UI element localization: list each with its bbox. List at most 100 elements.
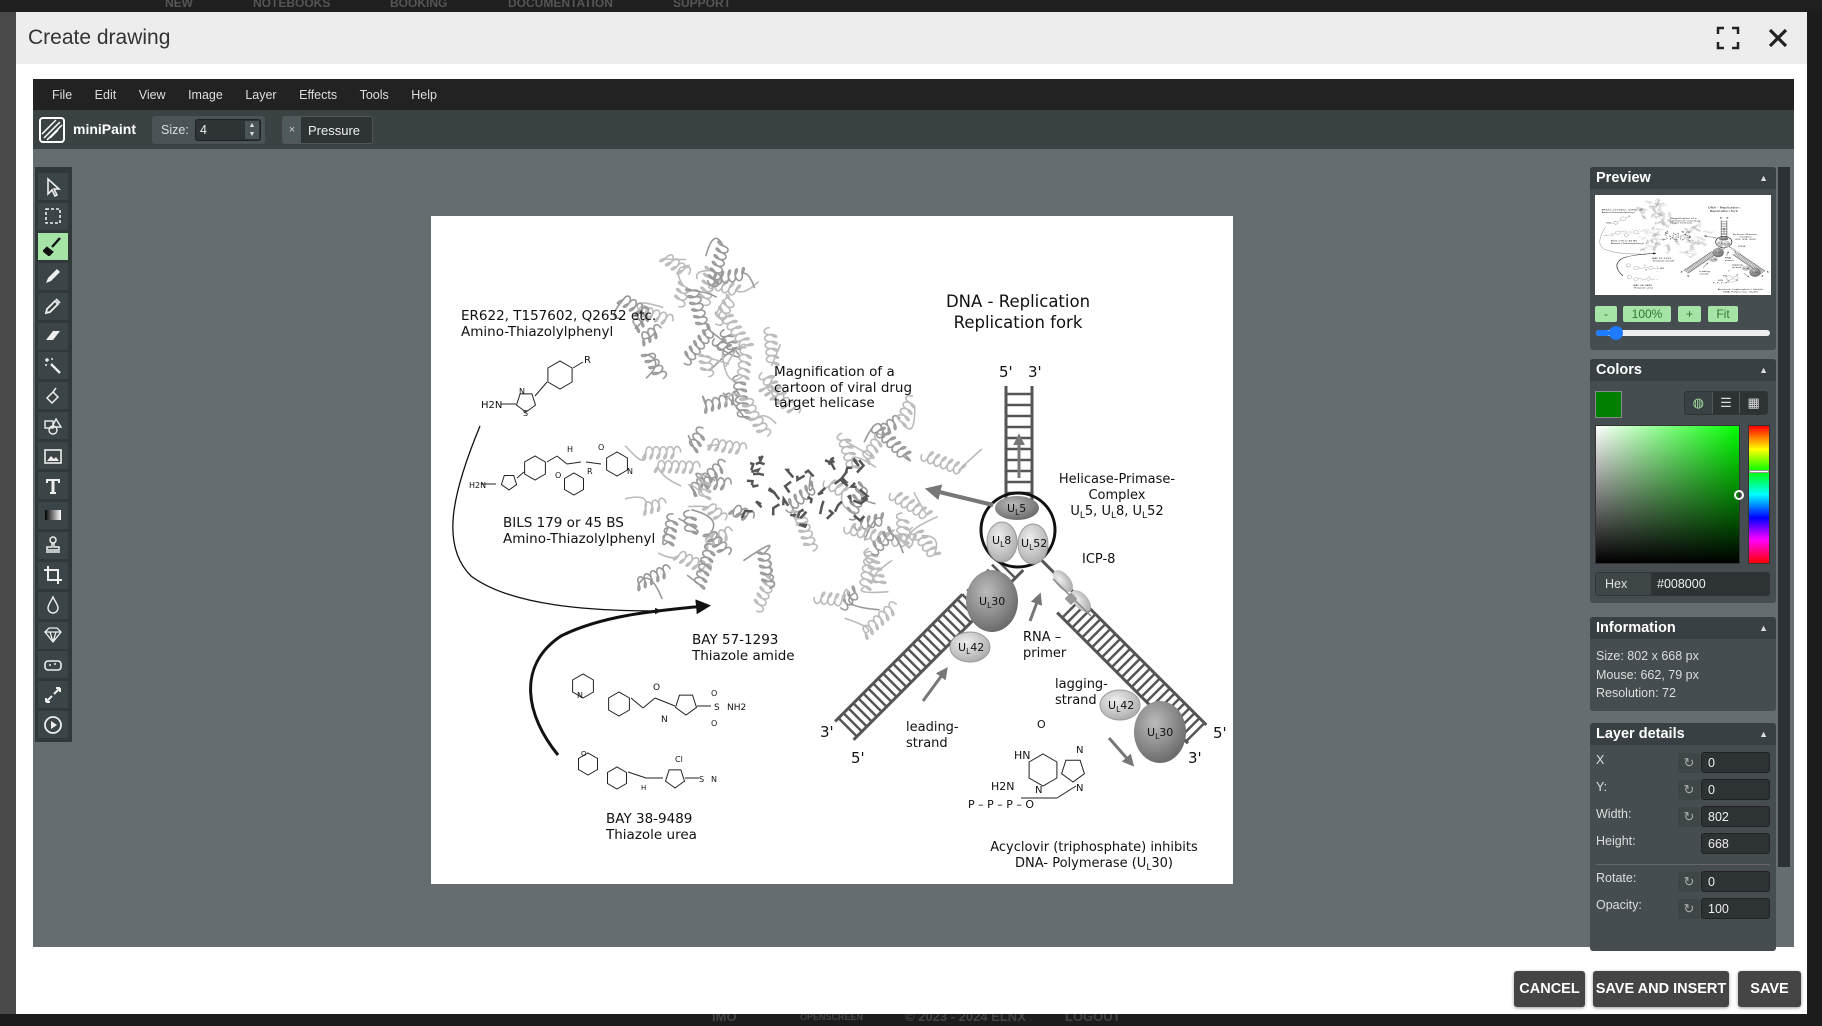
svg-text:UL30: UL30 xyxy=(979,595,1005,610)
list-icon[interactable]: ☰ xyxy=(1711,392,1740,414)
collapse-caret-icon[interactable]: ▲ xyxy=(1759,173,1768,183)
preview-header[interactable]: Preview▲ xyxy=(1590,167,1776,189)
saturation-value-picker[interactable] xyxy=(1595,425,1744,564)
fullscreen-icon[interactable] xyxy=(1715,25,1741,51)
menu-file[interactable]: File xyxy=(52,87,73,102)
chem-atom-label: S xyxy=(714,703,720,713)
footer-imo: IMO xyxy=(712,1014,737,1024)
chem-atom-label: P – P – P – O xyxy=(968,798,1034,811)
desaturate-icon xyxy=(44,660,62,671)
grid-icon[interactable]: ▦ xyxy=(1739,392,1767,414)
tool-crop[interactable] xyxy=(38,561,68,589)
color-picker-handle[interactable] xyxy=(1734,490,1744,500)
x-input[interactable]: 0 xyxy=(1701,752,1770,773)
hue-slider[interactable] xyxy=(1748,425,1770,564)
panel-scrollbar[interactable] xyxy=(1778,167,1790,867)
hue-slider-handle[interactable] xyxy=(1749,470,1769,473)
size-value: 4 xyxy=(200,123,207,137)
magnification-label-2: cartoon of viral drug xyxy=(774,380,912,396)
save-and-insert-button[interactable]: SAVE AND INSERT xyxy=(1593,971,1729,1007)
collapse-caret-icon[interactable]: ▲ xyxy=(1759,623,1768,633)
preview-thumbnail[interactable] xyxy=(1595,195,1771,295)
reset-opacity-icon[interactable]: ↻ xyxy=(1678,899,1700,919)
tool-sharpen[interactable] xyxy=(38,621,68,649)
width-input[interactable]: 802 xyxy=(1701,806,1770,827)
colors-header[interactable]: Colors▲ xyxy=(1590,359,1776,381)
chem-atom-label: N xyxy=(1076,745,1083,756)
hex-input[interactable]: #008000 xyxy=(1651,573,1769,595)
nav-support: SUPPORT xyxy=(673,0,732,10)
select-icon xyxy=(47,176,62,197)
tool-desaturate[interactable] xyxy=(38,651,68,679)
menu-edit[interactable]: Edit xyxy=(94,87,117,102)
information-header[interactable]: Information▲ xyxy=(1590,617,1776,639)
y-input[interactable]: 0 xyxy=(1701,779,1770,800)
size-input[interactable]: 4 ▲▼ xyxy=(195,119,261,141)
top-five-prime: 5' xyxy=(999,363,1013,381)
width-value: 802 xyxy=(1708,810,1729,824)
reset-x-icon[interactable]: ↻ xyxy=(1678,753,1700,773)
zoom-slider-handle[interactable] xyxy=(1608,326,1623,340)
reset-rotate-icon[interactable]: ↻ xyxy=(1678,872,1700,892)
tool-blur[interactable] xyxy=(38,591,68,619)
reset-y-icon[interactable]: ↻ xyxy=(1678,780,1700,800)
menu-tools[interactable]: Tools xyxy=(359,87,389,102)
cancel-button[interactable]: CANCEL xyxy=(1514,971,1585,1007)
height-input[interactable]: 668 xyxy=(1701,833,1770,854)
tool-shape[interactable] xyxy=(38,412,68,440)
tool-animation[interactable] xyxy=(38,711,68,739)
collapse-caret-icon[interactable]: ▲ xyxy=(1759,729,1768,739)
tool-pick-color[interactable] xyxy=(38,292,68,320)
tool-fill[interactable] xyxy=(38,382,68,410)
tool-text[interactable] xyxy=(38,472,68,499)
right-panel: Preview▲ - 100% + Fit Colors▲ ◍ ☰ xyxy=(1590,167,1778,951)
layer-details-panel: Layer details▲ X ↻ 0 Y: ↻ 0 Width: ↻ 802… xyxy=(1590,723,1776,951)
current-color-swatch[interactable] xyxy=(1595,391,1622,418)
collapse-caret-icon[interactable]: ▲ xyxy=(1759,365,1768,375)
bils-label: BILS 179 or 45 BS xyxy=(503,515,624,531)
layer-details-header[interactable]: Layer details▲ xyxy=(1590,723,1776,745)
tool-select[interactable] xyxy=(38,173,68,200)
complex-label: Complex xyxy=(1088,488,1145,503)
tool-magic-wand[interactable] xyxy=(38,352,68,380)
tool-selection[interactable] xyxy=(38,202,68,230)
tool-brush[interactable] xyxy=(38,232,68,260)
pressure-toggle[interactable]: × Pressure xyxy=(282,116,373,144)
save-button[interactable]: SAVE xyxy=(1738,971,1801,1007)
chem-atom-label: N xyxy=(711,775,717,784)
rotate-value: 0 xyxy=(1708,875,1715,889)
reset-width-icon[interactable]: ↻ xyxy=(1678,807,1700,827)
opacity-input[interactable]: 100 xyxy=(1701,898,1770,919)
tool-gradient[interactable] xyxy=(38,501,68,529)
close-icon[interactable] xyxy=(1765,25,1791,51)
menu-layer[interactable]: Layer xyxy=(245,87,277,102)
size-stepper[interactable]: ▲▼ xyxy=(245,121,259,139)
tool-erase[interactable] xyxy=(38,322,68,350)
animation-icon xyxy=(44,715,62,734)
zoom-in-button[interactable]: + xyxy=(1678,306,1701,322)
tool-bulge-pinch[interactable] xyxy=(38,681,68,709)
tool-clone[interactable] xyxy=(38,531,68,559)
menu-view[interactable]: View xyxy=(138,87,166,102)
menu-effects[interactable]: Effects xyxy=(299,87,338,102)
pick-color-icon xyxy=(44,298,61,315)
tool-pencil[interactable] xyxy=(38,262,68,290)
zoom-slider[interactable] xyxy=(1596,326,1770,340)
divider xyxy=(1596,864,1770,865)
rotate-input[interactable]: 0 xyxy=(1701,871,1770,892)
menu-image[interactable]: Image xyxy=(188,87,223,102)
rotate-label: Rotate: xyxy=(1596,871,1637,885)
magnification-label-3: target helicase xyxy=(774,395,875,411)
mouse-position-info: Mouse: 662, 79 px xyxy=(1596,667,1699,682)
tool-media[interactable] xyxy=(38,442,68,470)
y-value: 0 xyxy=(1708,783,1715,797)
blur-icon xyxy=(47,595,59,614)
menu-help[interactable]: Help xyxy=(411,87,437,102)
palette-icon[interactable]: ◍ xyxy=(1685,392,1712,414)
zoom-fit-button[interactable]: Fit xyxy=(1708,306,1738,322)
app-name: miniPaint xyxy=(73,121,137,137)
zoom-out-button[interactable]: - xyxy=(1595,306,1617,322)
zoom-level-button[interactable]: 100% xyxy=(1623,306,1671,322)
